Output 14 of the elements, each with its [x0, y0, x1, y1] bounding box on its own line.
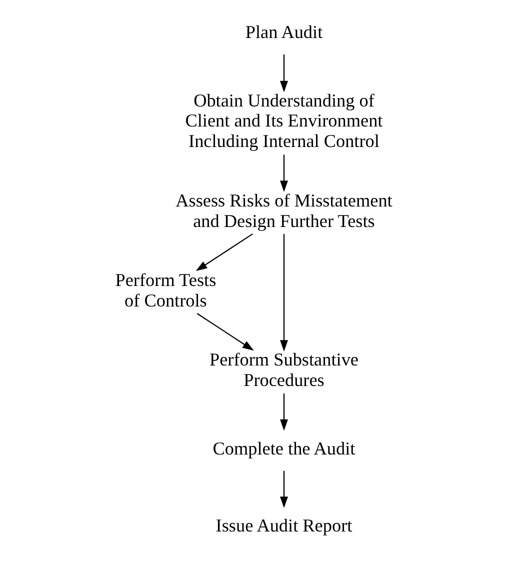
node-text: Plan Audit [245, 22, 323, 42]
node-text: Issue Audit Report [216, 516, 352, 536]
node-text: Obtain Understanding of Client and Its Environment Including Internal Control [185, 90, 383, 152]
arrow [280, 234, 288, 352]
node-text: Perform Substantive Procedures [209, 350, 359, 390]
arrow [280, 393, 288, 431]
arrow [196, 233, 253, 272]
node-text: Complete the Audit [212, 438, 356, 458]
arrow [280, 470, 288, 508]
node-text: Perform Tests of Controls [115, 270, 216, 310]
arrow [280, 54, 288, 92]
node-text: Assess Risks of Misstatement and Design Further Tests [176, 190, 392, 231]
arrow [280, 154, 288, 192]
arrow [196, 313, 254, 351]
